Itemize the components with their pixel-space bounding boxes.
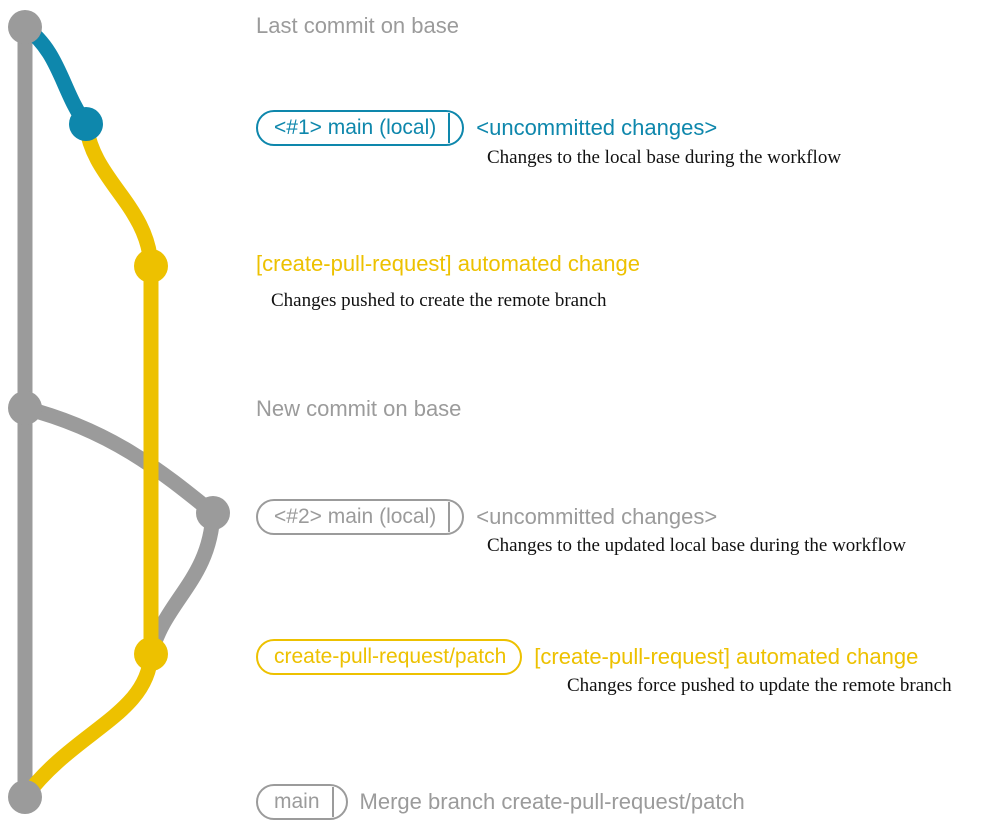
description-automated-change-2: Changes force pushed to update the remot… <box>567 675 952 696</box>
ref-badge-main[interactable]: main <box>256 784 348 820</box>
commit-node-patch-2[interactable] <box>134 637 168 671</box>
commit-node-local-1[interactable] <box>69 107 103 141</box>
commit-node-base-3[interactable] <box>8 780 42 814</box>
row-merge: main Merge branch create-pull-request/pa… <box>256 784 745 820</box>
ref-badge-main-local-1[interactable]: <#1> main (local) <box>256 110 465 146</box>
base1-to-local1-line <box>17 19 94 132</box>
commit-node-patch-1[interactable] <box>134 249 168 283</box>
ref-badge-main-local-2[interactable]: <#2> main (local) <box>256 499 465 535</box>
base-to-local2-line <box>17 400 221 521</box>
local1-to-patch1-line <box>78 116 159 274</box>
patch2-to-base3-line <box>17 646 159 805</box>
commit-node-local-2[interactable] <box>196 496 230 530</box>
commit-subject-automated-change-2: [create-pull-request] automated change <box>534 644 919 669</box>
row-local-1: <#1> main (local) <uncommitted changes> <box>256 110 717 146</box>
description-local-1: Changes to the local base during the wor… <box>487 147 842 168</box>
commit-node-base-1[interactable] <box>8 10 42 44</box>
commit-subject-local-1: <uncommitted changes> <box>476 115 718 140</box>
row-automated-change-1: [create-pull-request] automated change <box>256 253 640 275</box>
row-new-commit-on-base: New commit on base <box>256 398 461 420</box>
commit-subject-merge: Merge branch create-pull-request/patch <box>359 789 745 814</box>
commit-subject-local-2: <uncommitted changes> <box>476 504 718 529</box>
commit-node-base-2[interactable] <box>8 391 42 425</box>
description-automated-change-1: Changes pushed to create the remote bran… <box>271 290 607 311</box>
ref-badge-create-pull-request-patch[interactable]: create-pull-request/patch <box>256 639 523 675</box>
description-local-2: Changes to the updated local base during… <box>487 535 906 556</box>
row-last-commit-on-base: Last commit on base <box>256 15 459 37</box>
commit-subject-automated-change-1: [create-pull-request] automated change <box>256 251 641 276</box>
row-automated-change-2: create-pull-request/patch [create-pull-r… <box>256 639 918 675</box>
local2-to-patch2-line <box>143 505 221 662</box>
commit-subject-last-commit-on-base: Last commit on base <box>256 13 459 38</box>
commit-subject-new-commit-on-base: New commit on base <box>256 396 462 421</box>
row-local-2: <#2> main (local) <uncommitted changes> <box>256 499 717 535</box>
